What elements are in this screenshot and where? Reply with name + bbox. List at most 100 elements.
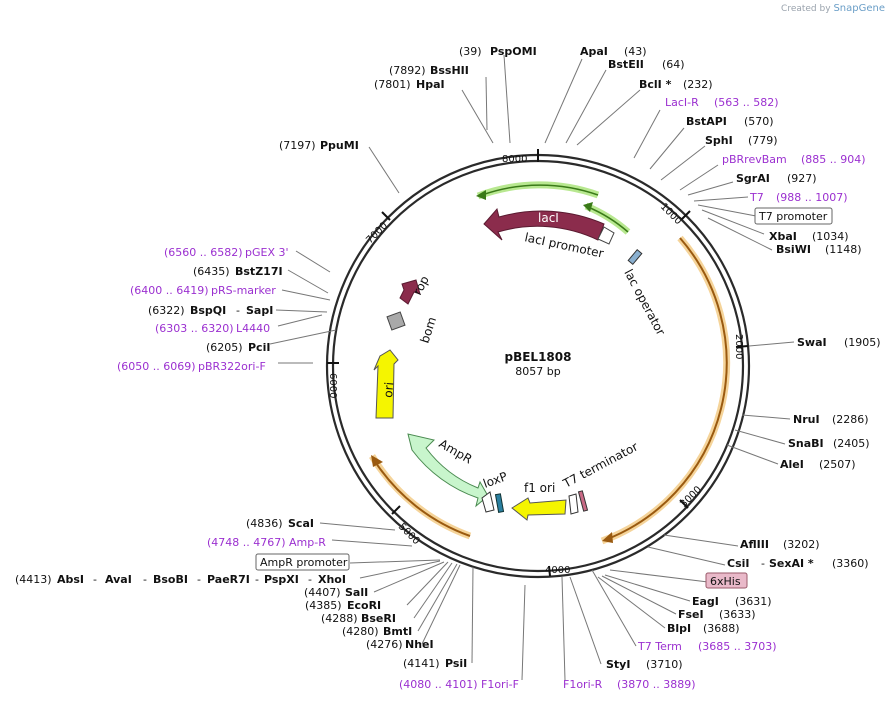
apai-name: ApaI (580, 45, 608, 58)
orange-arc-left-halo (369, 454, 472, 540)
absi-d3: - (197, 573, 201, 586)
labels-top-left: (39) PspOMI (7892) BssHII (7801) HpaI (7… (279, 45, 537, 152)
xbai-name: XbaI (769, 230, 797, 243)
aflIII-pos: (3202) (783, 538, 820, 551)
f1oriF-pos: (4080 .. 4101) (399, 678, 478, 691)
swai-pos: (1905) (844, 336, 881, 349)
f1oriF-name: F1ori-F (481, 678, 519, 691)
pgex-name: pGEX 3' (245, 246, 289, 259)
absi-n5: PspXI (264, 573, 299, 586)
styi-pos: (3710) (646, 658, 683, 671)
sphi-pos: (779) (748, 134, 778, 147)
psp-pos: (39) (459, 45, 482, 58)
green-arc-top (481, 184, 599, 196)
eagi-name: EagI (692, 595, 719, 608)
bspqi-pos: (6322) (148, 304, 185, 317)
absi-d4: - (255, 573, 259, 586)
apai-pos: (43) (624, 45, 647, 58)
tick-1000: 1000 (658, 201, 684, 227)
bspqi-name2: SapI (246, 304, 273, 317)
absi-d1: - (93, 573, 97, 586)
sgrai-pos: (927) (787, 172, 817, 185)
loxp-label: loxP (481, 469, 509, 491)
sali-name: SalI (345, 586, 368, 599)
bseri-pos: (4288) (321, 612, 358, 625)
pcii-pos: (6205) (206, 341, 243, 354)
csii-name: CsiI (727, 557, 749, 570)
alei-name: AleI (780, 458, 804, 471)
plasmid-size: 8057 bp (515, 365, 560, 378)
absi-pos: (4413) (15, 573, 52, 586)
bcli-pos: (232) (683, 78, 713, 91)
t7-promoter-box (754, 207, 833, 225)
pgex-pos: (6560 .. 6582) (164, 246, 243, 259)
alei-pos: (2507) (819, 458, 856, 471)
snapgene-credit: Created by SnapGene (781, 3, 885, 14)
bstz-name: BstZ17I (235, 265, 283, 278)
t7term-name: T7 Term (637, 640, 682, 653)
absi-n1: AbsI (57, 573, 84, 586)
fsei-pos: (3633) (719, 608, 756, 621)
ampR-pos: (4748 .. 4767) (207, 536, 286, 549)
loxp-box (494, 493, 505, 513)
bom-label: bom (418, 315, 440, 345)
t7-terminator-arrow (568, 493, 579, 515)
bsshii-name: BssHII (430, 64, 469, 77)
t7-terminator-box (577, 490, 589, 512)
bstz-pos: (6435) (193, 265, 230, 278)
bspqi-dash: - (236, 304, 240, 317)
pbrrev-name: pBRrevBam (722, 153, 787, 166)
absi-n6: XhoI (318, 573, 346, 586)
scai-pos: (4836) (246, 517, 283, 530)
laci-promoter-arrow (597, 226, 615, 245)
orange-arc-right-head (602, 532, 613, 543)
ampr-promoter-box (255, 553, 350, 571)
f1oriR-pos: (3870 .. 3889) (617, 678, 696, 691)
labels-left: (6050 .. 6069) pBR322ori-F (6205) PciI (… (117, 246, 289, 373)
ori-label: ori (381, 381, 396, 398)
pbr322-pos: (6050 .. 6069) (117, 360, 196, 373)
tick-4000: 4000 (545, 565, 570, 576)
blpi-name: BlpI (667, 622, 691, 635)
l4440-name: L4440 (236, 322, 270, 335)
ecori-name: EcoRI (347, 599, 381, 612)
sphi-name: SphI (705, 134, 733, 147)
green-arc-top-head (476, 190, 486, 200)
bsiwi-name: BsiWI (776, 243, 811, 256)
hpai-name: HpaI (416, 78, 445, 91)
swai-name: SwaI (797, 336, 827, 349)
amprProm-name: AmpR promoter (260, 556, 348, 569)
nhei-name: NheI (405, 638, 434, 651)
tick-8000: 8000 (502, 154, 527, 165)
prs-pos: (6400 .. 6419) (130, 284, 209, 297)
bstapi-name: BstAPI (686, 115, 727, 128)
labels-top-right: ApaI (43) BstEII (64) BclI * (232) LacI-… (580, 45, 866, 256)
snapgene-brand: SnapGene (833, 3, 885, 14)
pbrrev-pos: (885 .. 904) (801, 153, 866, 166)
ppumi-pos: (7197) (279, 139, 316, 152)
absi-n4: PaeR7I (207, 573, 250, 586)
absi-d5: - (308, 573, 312, 586)
prs-name: pRS-marker (211, 284, 276, 297)
pbr322-name: pBR322ori-F (198, 360, 266, 373)
bsteii-pos: (64) (662, 58, 685, 71)
laci-label: lacI (538, 211, 559, 225)
bmti-pos: (4280) (342, 625, 379, 638)
bstapi-pos: (570) (744, 115, 774, 128)
pcii-name: PciI (248, 341, 270, 354)
laci-arrow (483, 207, 605, 241)
bsshii-pos: (7892) (389, 64, 426, 77)
ecori-pos: (4385) (305, 599, 342, 612)
bcli-name: BclI * (639, 78, 672, 91)
sgrai-name: SgrAI (736, 172, 770, 185)
ampR-name: Amp-R (289, 536, 326, 549)
f1oriR-name: F1ori-R (563, 678, 603, 691)
loxp-arrow (481, 491, 495, 513)
nrui-pos: (2286) (832, 413, 869, 426)
blpi-pos: (3688) (703, 622, 740, 635)
tick-7000: 7000 (364, 220, 390, 246)
plasmid-name: pBEL1808 (505, 350, 572, 364)
laciR-pos: (563 .. 582) (714, 96, 779, 109)
ppumi-name: PpuMI (320, 139, 359, 152)
